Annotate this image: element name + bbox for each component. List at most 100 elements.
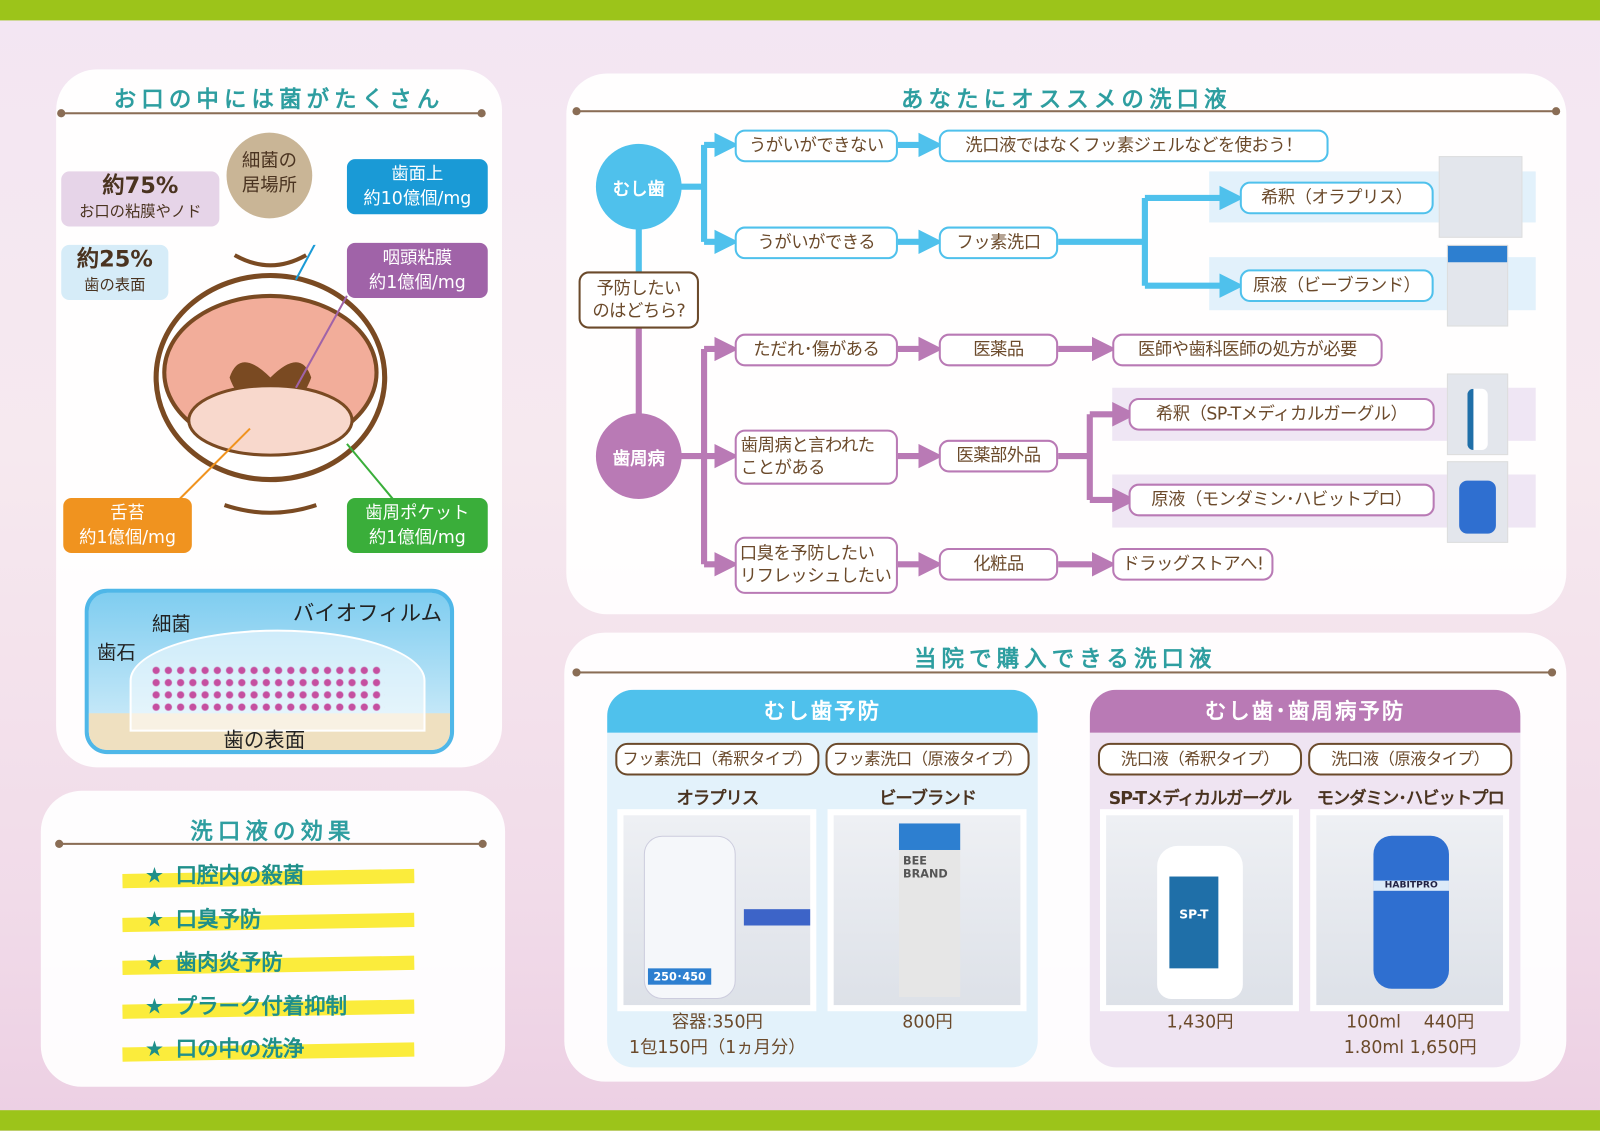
product-price: 容器:350円 1包150円（1ヵ月分） — [629, 1012, 806, 1059]
label-value: 約10億個/mg — [363, 188, 472, 210]
tartar-label: 歯石 — [96, 641, 136, 665]
product-price: 800円 — [902, 1012, 953, 1033]
effects-panel: 洗口液の効果 — [40, 790, 506, 1087]
effect-text: 口臭予防 — [175, 906, 262, 932]
product-label: HABITPRO — [1373, 880, 1449, 891]
panel-title: 当院で購入できる洗口液 — [913, 646, 1217, 673]
divider — [57, 109, 486, 118]
bottom-stripe — [0, 1110, 1600, 1131]
product-photo: HABITPRO — [1310, 809, 1510, 1012]
effect-item: ★ 歯肉炎予防 — [122, 946, 415, 977]
stock-habitpro-node: 原液（モンダミン･ハビットプロ） — [1128, 483, 1435, 517]
effect-star-icon: ★ — [144, 906, 165, 932]
card-header: むし歯･歯周病予防 — [1089, 689, 1521, 733]
product-label: SP-T — [1169, 876, 1219, 969]
pharynx-label: 咽頭粘膜約1億個/mg — [346, 242, 488, 298]
mucosa-text: お口の粘膜やノド — [79, 202, 202, 221]
bacteria-cluster — [149, 664, 385, 712]
product-label: BEE BRAND — [903, 854, 948, 881]
product-name: ビーブランド — [879, 788, 977, 810]
tongue-coating-label: 舌苔約1億個/mg — [63, 497, 192, 554]
card-header: むし歯予防 — [607, 689, 1038, 733]
effect-text: 口の中の洗浄 — [175, 1036, 305, 1062]
wound-node: ただれ･傷がある — [734, 333, 898, 367]
product-name: モンダミン･ハビットプロ — [1316, 788, 1505, 810]
drugstore-node: ドラッグストアへ! — [1112, 547, 1274, 581]
surface-label: 歯の表面 — [223, 727, 306, 753]
product-photo: BEE BRAND — [827, 809, 1027, 1012]
product-label: 250･450 — [647, 968, 712, 985]
spt-thumbnail — [1446, 373, 1509, 456]
tooth-percent: 約25% — [76, 246, 153, 273]
effect-item: ★ 口の中の洗浄 — [122, 1033, 415, 1064]
divider — [572, 668, 1557, 677]
bacteria-label: 細菌 — [152, 613, 191, 636]
product-type: 洗口液（原液タイプ） — [1308, 742, 1513, 776]
divider — [55, 839, 487, 848]
label-title: 舌苔 — [110, 503, 145, 524]
product-type: フッ素洗口（原液タイプ） — [825, 742, 1030, 776]
biofilm-label: バイオフィルム — [292, 601, 443, 626]
fluoride-gel-node: 洗口液ではなくフッ素ジェルなどを使おう！ — [938, 129, 1329, 163]
diluted-spt-node: 希釈（SP-Tメディカルガーグル） — [1128, 397, 1435, 431]
cosmetic-node: 化粧品 — [938, 547, 1059, 581]
product-type: フッ素洗口（希釈タイプ） — [615, 742, 820, 776]
beebrand-thumbnail — [1446, 244, 1509, 327]
told-periodontal-node: 歯周病と言われた ことがある — [734, 429, 898, 485]
diluted-oraprice-node: 希釈（オラプリス） — [1239, 181, 1434, 215]
biofilm-illustration: 細菌 歯石 バイオフィルム 歯の表面 — [84, 588, 455, 755]
panel-title: あなたにオススメの洗口液 — [900, 87, 1232, 114]
question-node: 予防したい のはどちら? — [578, 271, 699, 329]
habitpro-thumbnail — [1446, 461, 1509, 543]
prescription-node: 医師や歯科医師の処方が必要 — [1112, 333, 1383, 367]
panel-title: お口の中には菌がたくさん — [113, 87, 445, 114]
product-name: オラプリス — [676, 788, 760, 810]
product-name: SP-Tメディカルガーグル — [1108, 788, 1293, 810]
label-title: 歯面上 — [391, 164, 444, 185]
tooth-text: 歯の表面 — [84, 275, 146, 294]
effect-text: プラーク付着抑制 — [175, 993, 348, 1018]
effect-star-icon: ★ — [144, 993, 165, 1018]
perio-prevention-card: むし歯･歯周病予防洗口液（希釈タイプ） SP-Tメディカルガーグル SP-T 1… — [1089, 689, 1521, 1068]
mucosa-percent: 約75% — [102, 173, 179, 199]
can-gargle-node: うがいができる — [734, 226, 898, 260]
top-stripe — [0, 0, 1600, 21]
product-type: 洗口液（希釈タイプ） — [1097, 742, 1303, 776]
label-title: 歯周ポケット — [365, 503, 470, 524]
label-title: 咽頭粘膜 — [382, 247, 453, 269]
bacteria-location-badge: 細菌の 居場所 — [226, 132, 313, 219]
mucosa-label: 約75% お口の粘膜やノド — [61, 171, 220, 227]
product-photo: SP-T — [1099, 809, 1299, 1012]
effect-star-icon: ★ — [144, 863, 165, 888]
mouth-illustration — [153, 244, 398, 515]
label-value: 約1億個/mg — [368, 527, 466, 548]
bad-breath-node: 口臭を予防したい リフレッシュしたい — [734, 536, 898, 594]
fluoride-rinse-node: フッ素洗口 — [938, 226, 1059, 260]
product-photo: 250･450 — [617, 809, 817, 1012]
periodontal-node: 歯周病 — [595, 413, 682, 499]
cannot-gargle-node: うがいができない — [734, 129, 898, 163]
tooth-plaque-label: 歯面上約10億個/mg — [346, 159, 488, 215]
caries-prevention-card: むし歯予防フッ素洗口（希釈タイプ） オラプリス 250･450 容器:350円 … — [607, 689, 1038, 1068]
label-value: 約1億個/mg — [79, 527, 176, 548]
divider — [572, 107, 1561, 116]
effect-item: ★ 口臭予防 — [122, 903, 415, 934]
caries-node: むし歯 — [595, 143, 682, 230]
effect-text: 口腔内の殺菌 — [175, 863, 305, 888]
product-price: 1,430円 — [1166, 1012, 1234, 1033]
periodontal-pocket-label: 歯周ポケット約1億個/mg — [346, 497, 488, 554]
tooth-surface-label: 約25% 歯の表面 — [61, 244, 169, 300]
effect-item: ★ プラーク付着抑制 — [122, 989, 415, 1020]
label-value: 約1億個/mg — [368, 272, 466, 293]
effect-star-icon: ★ — [144, 1036, 165, 1062]
oraprice-thumbnail — [1438, 156, 1523, 238]
panel-title: 洗口液の効果 — [190, 819, 356, 845]
effect-item: ★ 口腔内の殺菌 — [122, 859, 415, 890]
stock-beebrand-node: 原液（ビーブランド） — [1239, 269, 1434, 303]
product-price: 100ml 440円 1.80ml 1,650円 — [1343, 1012, 1477, 1059]
drug-node: 医薬品 — [938, 333, 1059, 367]
effect-star-icon: ★ — [144, 949, 165, 975]
quasi-drug-node: 医薬部外品 — [938, 439, 1059, 473]
